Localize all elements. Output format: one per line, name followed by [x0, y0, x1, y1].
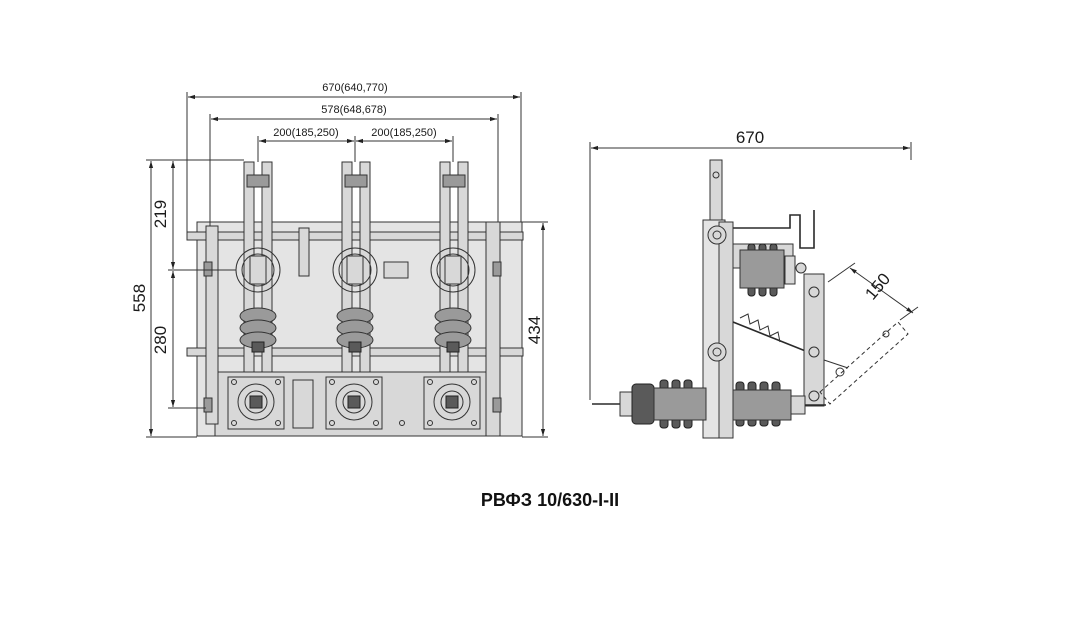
front-pole-2 — [325, 161, 383, 430]
side-upper-connector — [733, 210, 815, 249]
side-lower-insulator — [592, 379, 826, 429]
dim-pitch-right: 200(185,250) — [371, 127, 436, 139]
dim-inner-width: 578(648,678) — [321, 104, 386, 116]
dim-pitch-left: 200(185,250) — [273, 127, 338, 139]
front-nameplate — [383, 261, 409, 279]
front-dimension-lines — [146, 92, 548, 438]
drawing-title: РВФЗ 10/630-I-II — [481, 490, 619, 510]
side-spring-rod — [732, 313, 809, 353]
front-window — [292, 379, 314, 429]
dim-frame-height: 434 — [525, 316, 544, 344]
front-view: 670(640,770) 578(648,678) 200(185,250) 2… — [130, 82, 548, 438]
dim-upper-height: 219 — [151, 200, 170, 228]
dim-side-blade: 150 — [861, 269, 894, 303]
dim-side-width: 670 — [736, 128, 764, 147]
front-pole-1 — [227, 161, 285, 430]
dim-total-width: 670(640,770) — [322, 82, 387, 94]
side-dimension-lines — [589, 142, 919, 400]
side-ground-blade — [819, 321, 909, 405]
side-view: 670 150 — [589, 128, 919, 439]
side-upper-insulator — [739, 243, 807, 297]
dim-overall-height: 558 — [130, 284, 149, 312]
dim-lower-height: 280 — [151, 326, 170, 354]
front-pole-3 — [423, 161, 481, 430]
front-side-brackets — [203, 221, 502, 437]
front-center-bracket — [298, 227, 310, 277]
